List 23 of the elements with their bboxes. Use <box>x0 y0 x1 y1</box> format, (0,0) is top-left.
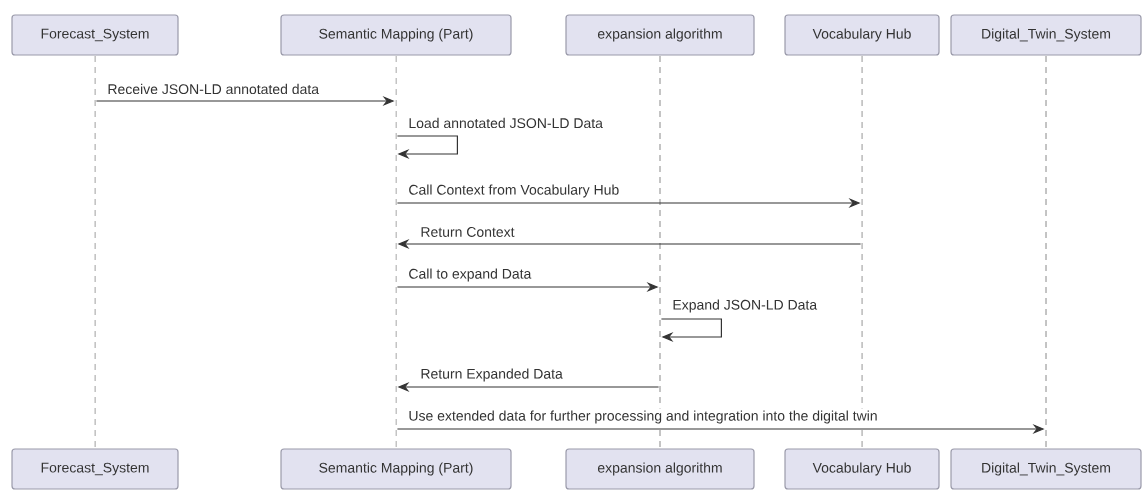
self-message-arrow <box>660 318 722 343</box>
message-label: Call to expand Data <box>406 266 534 284</box>
participant-box: Forecast_System <box>11 448 179 490</box>
participant-box: Semantic Mapping (Part) <box>280 14 512 56</box>
lifeline <box>395 56 397 448</box>
participant-box: Vocabulary Hub <box>784 448 940 490</box>
participant-box: expansion algorithm <box>565 448 755 490</box>
self-message-arrow <box>396 135 458 160</box>
participant-box: expansion algorithm <box>565 14 755 56</box>
message-label: Call Context from Vocabulary Hub <box>406 182 622 200</box>
message-label: Return Context <box>418 225 517 239</box>
participant-box: Digital_Twin_System <box>950 14 1142 56</box>
participant-box: Semantic Mapping (Part) <box>280 448 512 490</box>
lifeline <box>659 56 661 448</box>
lifeline <box>94 56 96 448</box>
message-label: Expand JSON-LD Data <box>670 297 820 315</box>
message-label: Return Expanded Data <box>418 366 565 384</box>
participant-box: Digital_Twin_System <box>950 448 1142 490</box>
message-label: Use extended data for further processing and integration into the digital twin <box>406 408 880 426</box>
lifeline <box>1045 56 1047 448</box>
participant-box: Forecast_System <box>11 14 179 56</box>
lifeline <box>861 56 863 448</box>
participant-box: Vocabulary Hub <box>784 14 940 56</box>
